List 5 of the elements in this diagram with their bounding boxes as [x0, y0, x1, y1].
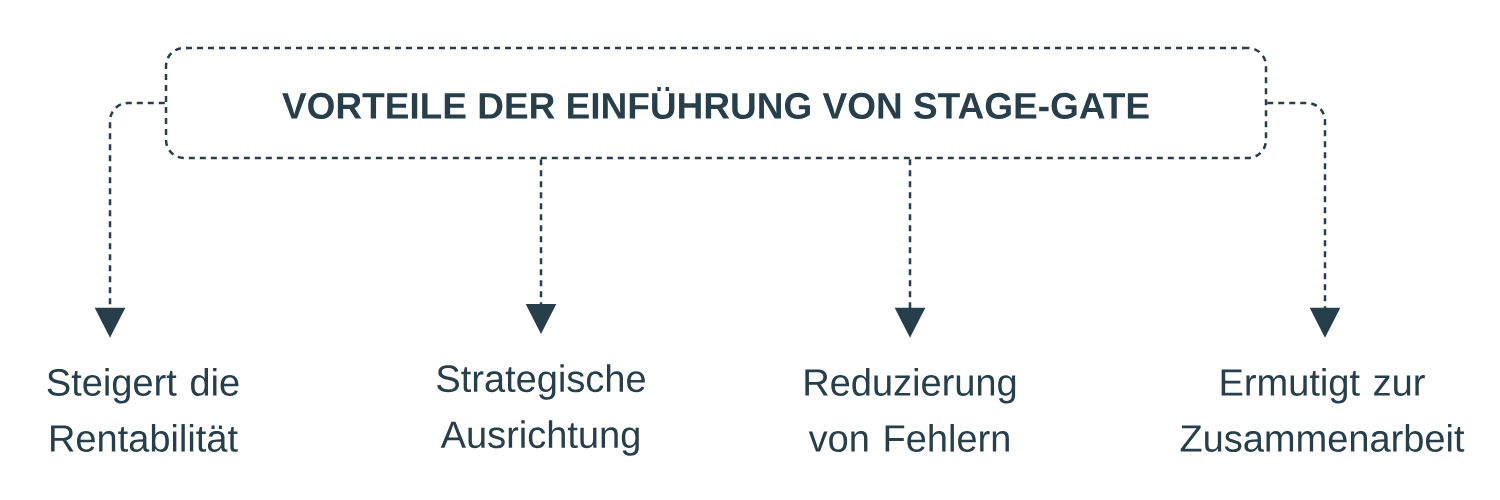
benefit-label: Ermutigt zur Zusammenarbeit — [1180, 368, 1465, 452]
benefit-label: Steigert die Rentabilität — [47, 368, 239, 452]
title-box: VORTEILE DER EINFÜHRUNG VON STAGE-GATE — [164, 46, 1268, 160]
benefit-label: Strategische Ausrichtung — [437, 364, 645, 456]
benefit-label: Reduzierung von Fehlern — [805, 368, 1016, 452]
